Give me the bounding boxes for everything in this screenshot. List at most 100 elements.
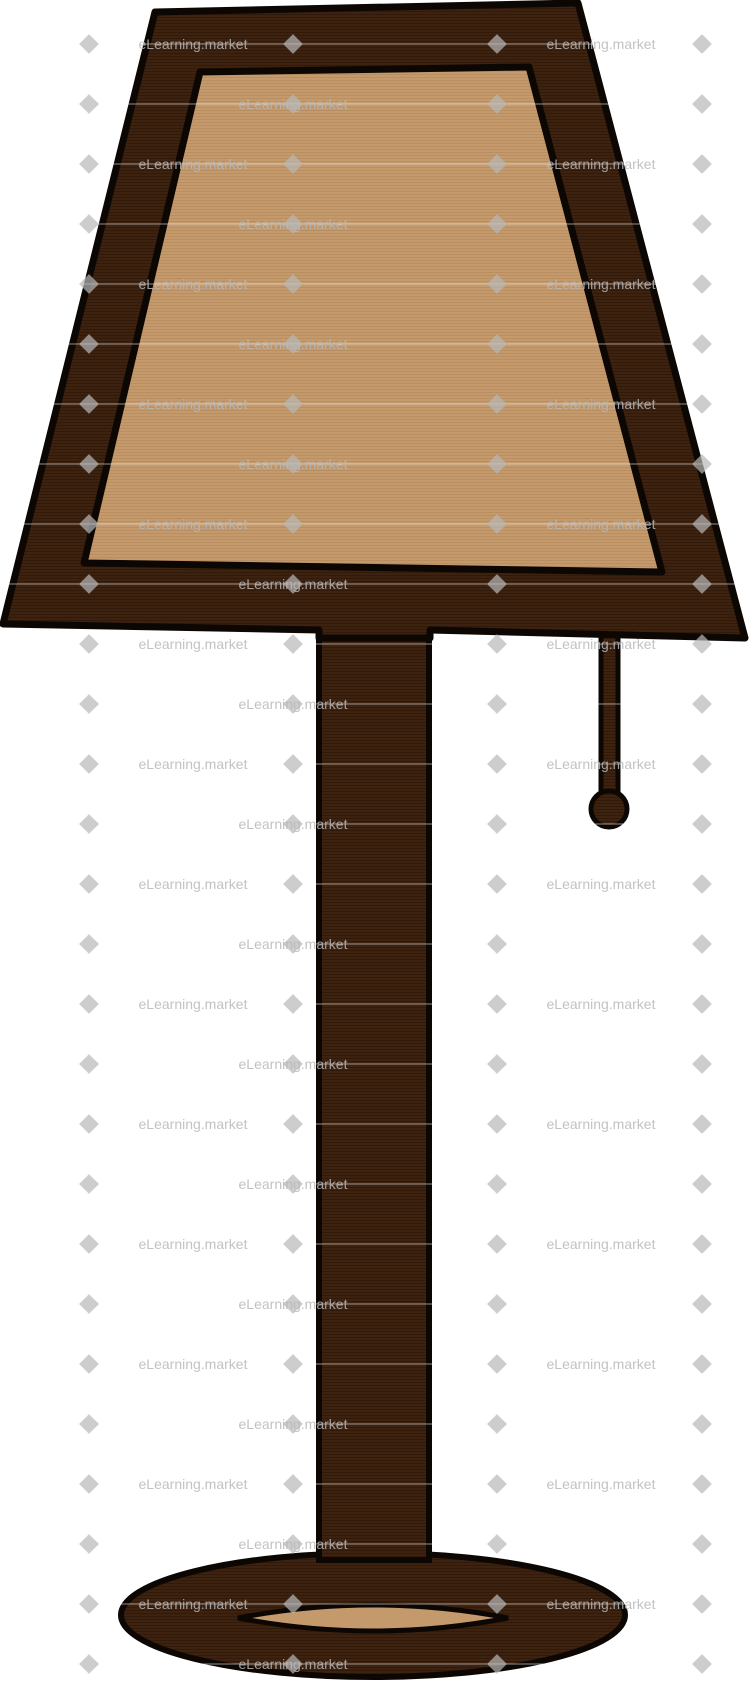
diamond-icon <box>487 574 507 594</box>
diamond-icon <box>283 334 303 354</box>
watermark-text: eLearning.market <box>547 156 656 172</box>
diamond-icon <box>692 154 712 174</box>
diamond-icon <box>79 94 99 114</box>
diamond-icon <box>79 1354 99 1374</box>
diamond-icon <box>487 994 507 1014</box>
diamond-icon <box>487 1594 507 1614</box>
lamp-pole <box>316 617 432 1563</box>
diamond-icon <box>79 934 99 954</box>
diamond-icon <box>692 34 712 54</box>
watermark-text: eLearning.market <box>139 1596 248 1612</box>
diamond-icon <box>283 1474 303 1494</box>
diamond-icon <box>692 1414 712 1434</box>
diamond-icon <box>283 1414 303 1434</box>
diamond-icon <box>487 1174 507 1194</box>
diamond-icon <box>283 754 303 774</box>
watermark-text: eLearning.market <box>139 516 248 532</box>
diamond-icon <box>79 214 99 234</box>
watermark-text: eLearning.market <box>139 36 248 52</box>
diamond-icon <box>692 1054 712 1074</box>
diamond-icon <box>283 934 303 954</box>
diamond-icon <box>487 934 507 954</box>
diamond-icon <box>692 94 712 114</box>
diamond-icon <box>487 1534 507 1554</box>
diamond-icon <box>283 214 303 234</box>
diamond-icon <box>283 454 303 474</box>
diamond-icon <box>692 754 712 774</box>
diamond-icon <box>487 154 507 174</box>
lamp-base <box>118 1550 628 1680</box>
diamond-icon <box>692 1354 712 1374</box>
diamond-icon <box>79 1114 99 1134</box>
diamond-icon <box>79 754 99 774</box>
diamond-icon <box>79 1054 99 1074</box>
diamond-icon <box>487 814 507 834</box>
watermark-text: eLearning.market <box>547 276 656 292</box>
diamond-icon <box>79 1474 99 1494</box>
diamond-icon <box>79 1654 99 1674</box>
diamond-icon <box>487 694 507 714</box>
diamond-icon <box>487 1114 507 1134</box>
diamond-icon <box>79 334 99 354</box>
watermark-text: eLearning.market <box>139 636 248 652</box>
diamond-icon <box>692 1234 712 1254</box>
diamond-icon <box>487 1474 507 1494</box>
watermark-text: eLearning.market <box>547 1596 656 1612</box>
diamond-icon <box>283 514 303 534</box>
diamond-icon <box>79 454 99 474</box>
watermark-text: eLearning.market <box>547 876 656 892</box>
diamond-icon <box>79 874 99 894</box>
diamond-icon <box>283 694 303 714</box>
diamond-icon <box>692 394 712 414</box>
watermark-text: eLearning.market <box>547 756 656 772</box>
diamond-icon <box>487 274 507 294</box>
diamond-icon <box>487 1234 507 1254</box>
diamond-icon <box>692 514 712 534</box>
diamond-icon <box>79 1174 99 1194</box>
lamp-shade-panel <box>80 63 666 576</box>
diamond-icon <box>692 1654 712 1674</box>
diamond-icon <box>79 1594 99 1614</box>
diamond-icon <box>79 1414 99 1434</box>
watermark-text: eLearning.market <box>547 396 656 412</box>
diamond-icon <box>692 454 712 474</box>
watermark-text: eLearning.market <box>139 396 248 412</box>
diamond-icon <box>487 1294 507 1314</box>
diamond-icon <box>487 874 507 894</box>
diamond-icon <box>692 1294 712 1314</box>
diamond-icon <box>283 34 303 54</box>
diamond-icon <box>283 1174 303 1194</box>
watermark-overlay: eLearning.market eLearning.market eLearnin… <box>0 34 750 1674</box>
diamond-icon <box>487 214 507 234</box>
diamond-icon <box>692 1534 712 1554</box>
watermark-text: eLearning.market <box>547 1356 656 1372</box>
diamond-icon <box>79 1534 99 1554</box>
diamond-icon <box>79 394 99 414</box>
diamond-icon <box>79 1234 99 1254</box>
diamond-icon <box>692 934 712 954</box>
diamond-icon <box>692 694 712 714</box>
watermark-text: eLearning.market <box>547 1116 656 1132</box>
diamond-icon <box>692 874 712 894</box>
diamond-icon <box>487 754 507 774</box>
watermark-text: eLearning.market <box>547 636 656 652</box>
diamond-icon <box>487 94 507 114</box>
diamond-icon <box>487 1354 507 1374</box>
lamp-shade <box>0 0 749 642</box>
diamond-icon <box>79 274 99 294</box>
diamond-icon <box>283 274 303 294</box>
diamond-icon <box>487 1054 507 1074</box>
watermark-text: eLearning.market <box>139 876 248 892</box>
diamond-icon <box>283 994 303 1014</box>
diamond-icon <box>692 994 712 1014</box>
diamond-icon <box>283 1654 303 1674</box>
diamond-icon <box>692 1114 712 1134</box>
diamond-icon <box>692 274 712 294</box>
diamond-icon <box>692 1594 712 1614</box>
watermark-text: eLearning.market <box>547 516 656 532</box>
watermark-text: eLearning.market <box>139 1476 248 1492</box>
diamond-icon <box>283 1114 303 1134</box>
watermark-text: eLearning.market <box>139 996 248 1012</box>
diamond-icon <box>283 874 303 894</box>
diamond-icon <box>79 34 99 54</box>
